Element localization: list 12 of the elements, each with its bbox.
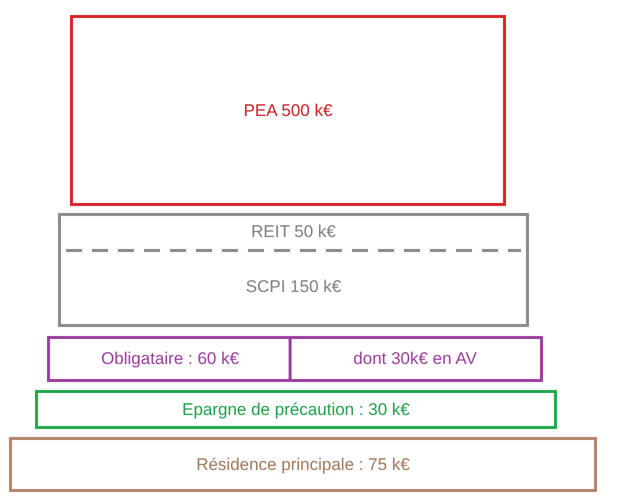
amount-label: Résidence principale : 75 k€ — [196, 454, 410, 474]
amount-label: Epargne de précaution : 30 k€ — [182, 400, 410, 420]
amount-label: dont 30k€ en AV — [353, 349, 477, 369]
amount-box — [70, 15, 506, 206]
amount-label: Obligataire : 60 k€ — [101, 349, 240, 369]
amount-box — [35, 390, 557, 429]
amount-box — [58, 213, 529, 327]
amount-box — [47, 336, 543, 382]
amount-label: PEA 500 k€ — [244, 100, 332, 120]
amount-label: SCPI 150 k€ — [246, 277, 342, 298]
amount-box — [9, 437, 597, 492]
amount-label: REIT 50 k€ — [251, 222, 336, 242]
